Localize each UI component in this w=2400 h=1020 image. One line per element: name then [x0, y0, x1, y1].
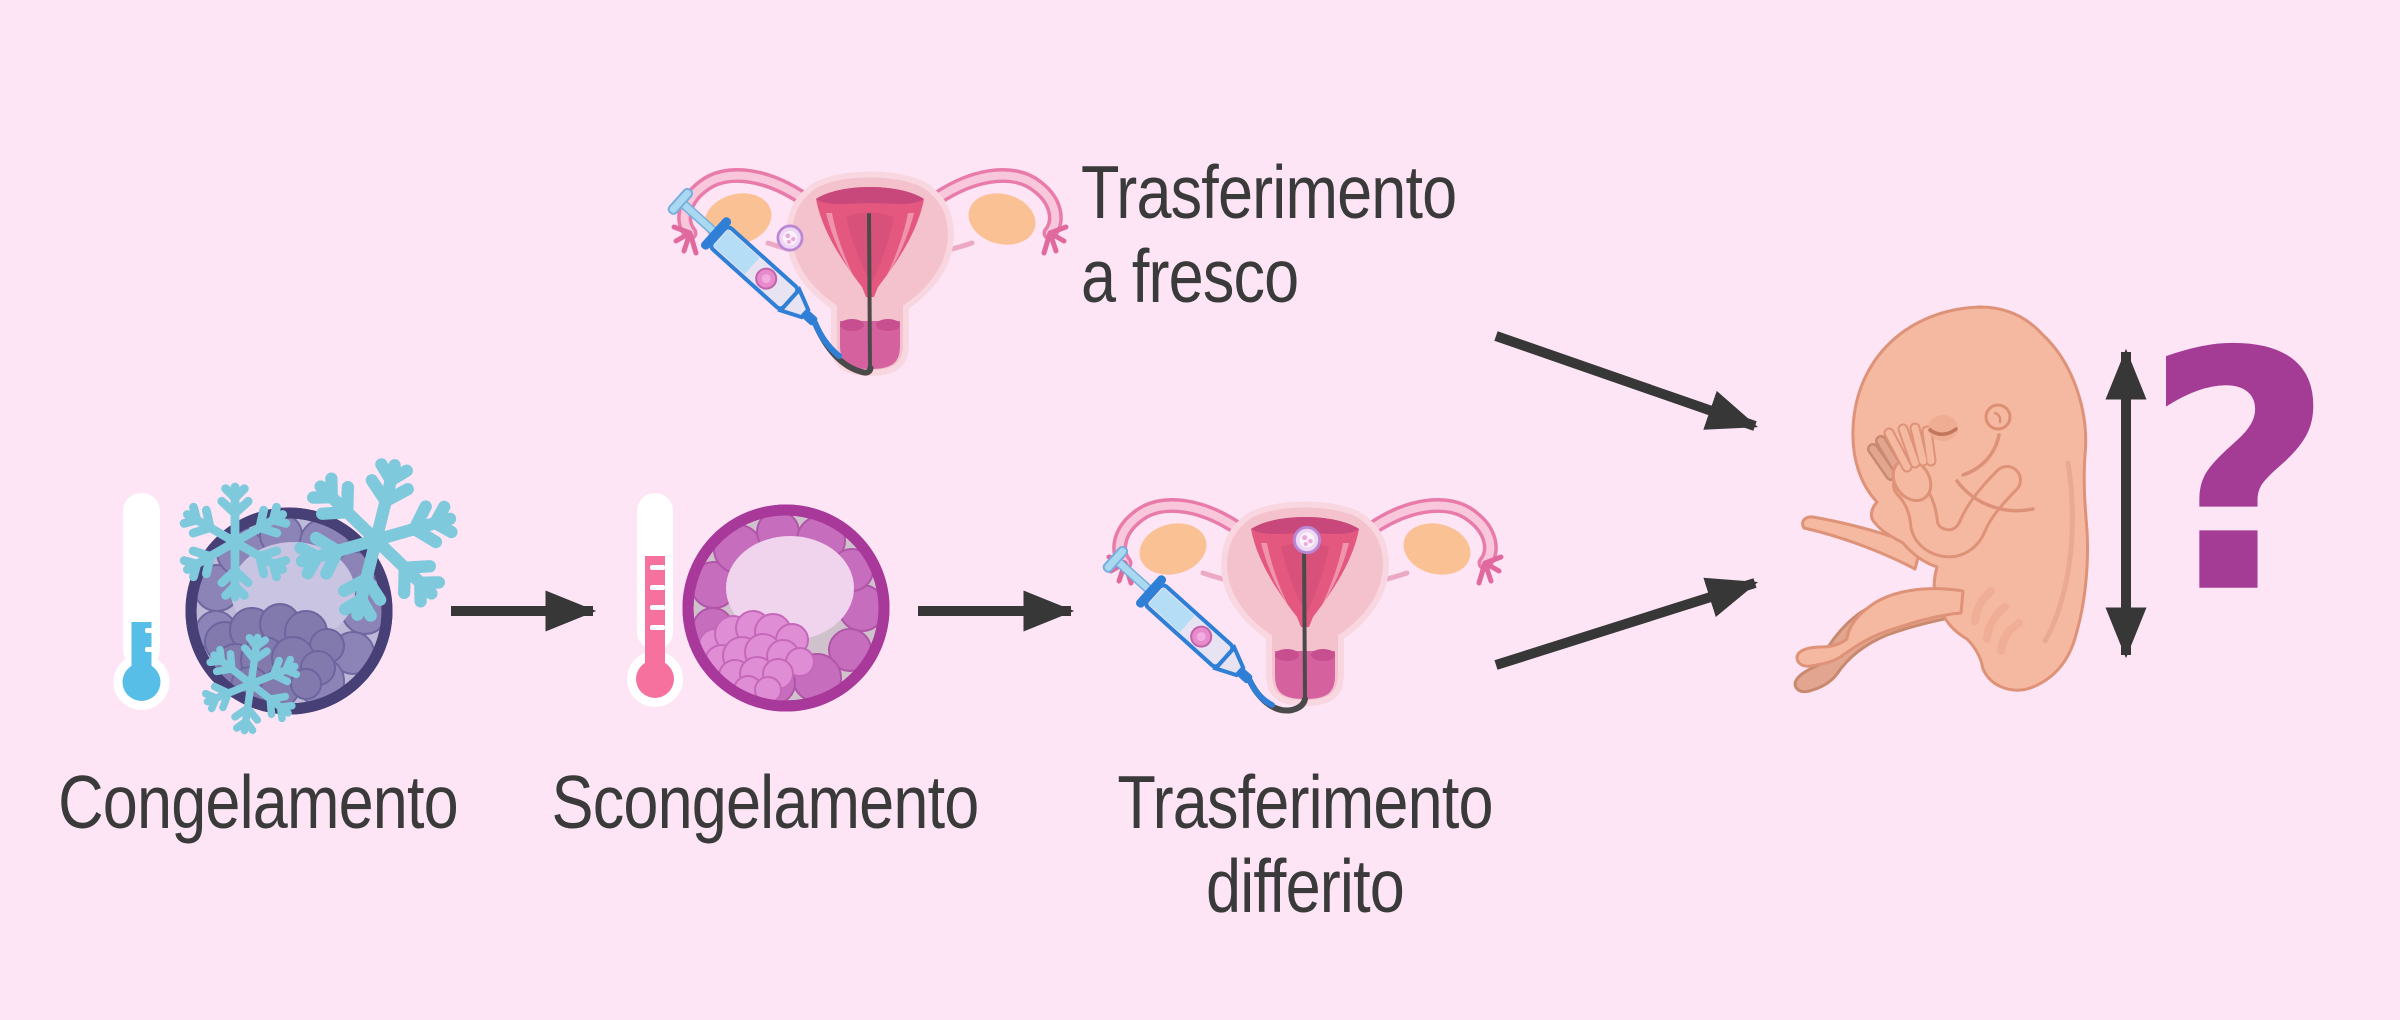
catheter-blue-segment [812, 320, 842, 359]
uterus-deferred-illustration [1096, 505, 1501, 714]
fetus-illustration [1793, 305, 2090, 694]
label-fresh-transfer: Trasferimento a fresco [1081, 150, 1457, 318]
label-deferred-transfer-line1: Trasferimento [1117, 760, 1493, 844]
label-fresh-transfer-line2: a fresco [1081, 234, 1299, 318]
label-deferred-transfer: Trasferimento differito [1117, 760, 1493, 928]
frozen-blastocyst-group [113, 447, 469, 737]
embryo-icon [776, 224, 804, 252]
label-freezing: Congelamento [58, 760, 459, 844]
thawed-blastocyst-illustration [682, 504, 890, 712]
thermometer-warm-icon [627, 493, 683, 707]
embryo-icon [1292, 525, 1322, 555]
uterus-icon [674, 175, 1066, 374]
uterus-fresh-illustration [661, 175, 1066, 374]
catheter-blue-segment [1247, 678, 1275, 708]
question-mark: ? [2143, 281, 2335, 666]
label-thawing: Scongelamento [551, 760, 980, 844]
label-fresh-transfer-line1: Trasferimento [1081, 150, 1457, 234]
thermometer-cold-icon [113, 493, 170, 710]
arrow-diagonal-up-icon [1494, 577, 1759, 670]
label-deferred-transfer-line2: differito [1206, 844, 1405, 928]
arrow-diagonal-down-icon [1494, 331, 1759, 431]
thawed-blastocyst-group [627, 493, 890, 712]
